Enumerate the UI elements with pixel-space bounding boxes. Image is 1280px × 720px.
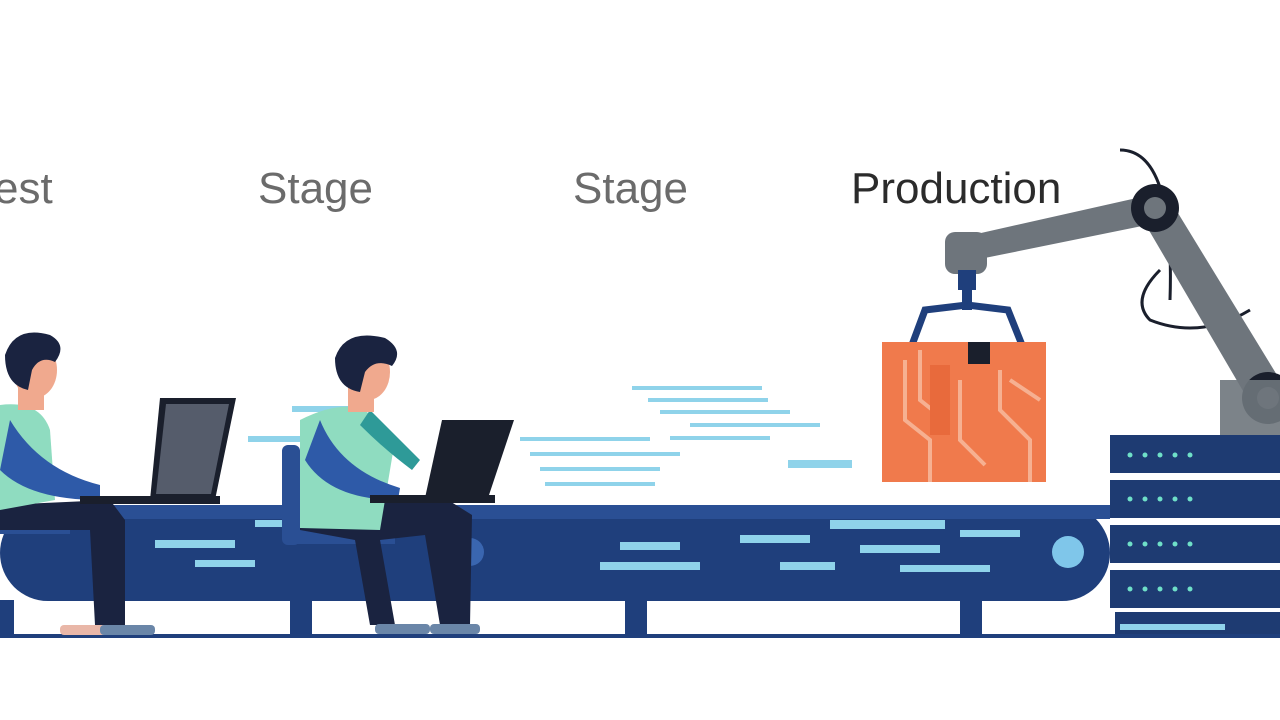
server-rack bbox=[1110, 435, 1280, 634]
robot-arm bbox=[908, 148, 1280, 440]
stage-label-stage-2: Stage bbox=[573, 164, 688, 213]
stage-label-stage-1: Stage bbox=[258, 164, 373, 213]
code-lines-motion bbox=[248, 386, 852, 486]
developer-figure-2 bbox=[282, 335, 514, 634]
laptop-icon bbox=[370, 420, 514, 503]
code-lines-belt bbox=[155, 520, 1020, 572]
conveyor-belt bbox=[0, 505, 1110, 636]
developer-figure-1 bbox=[0, 332, 236, 635]
stage-label-production: Production bbox=[851, 164, 1061, 213]
package-box bbox=[882, 342, 1046, 482]
stage-label-test: est bbox=[0, 164, 53, 213]
server-led-indicators bbox=[1127, 452, 1193, 592]
laptop-icon bbox=[80, 398, 236, 504]
